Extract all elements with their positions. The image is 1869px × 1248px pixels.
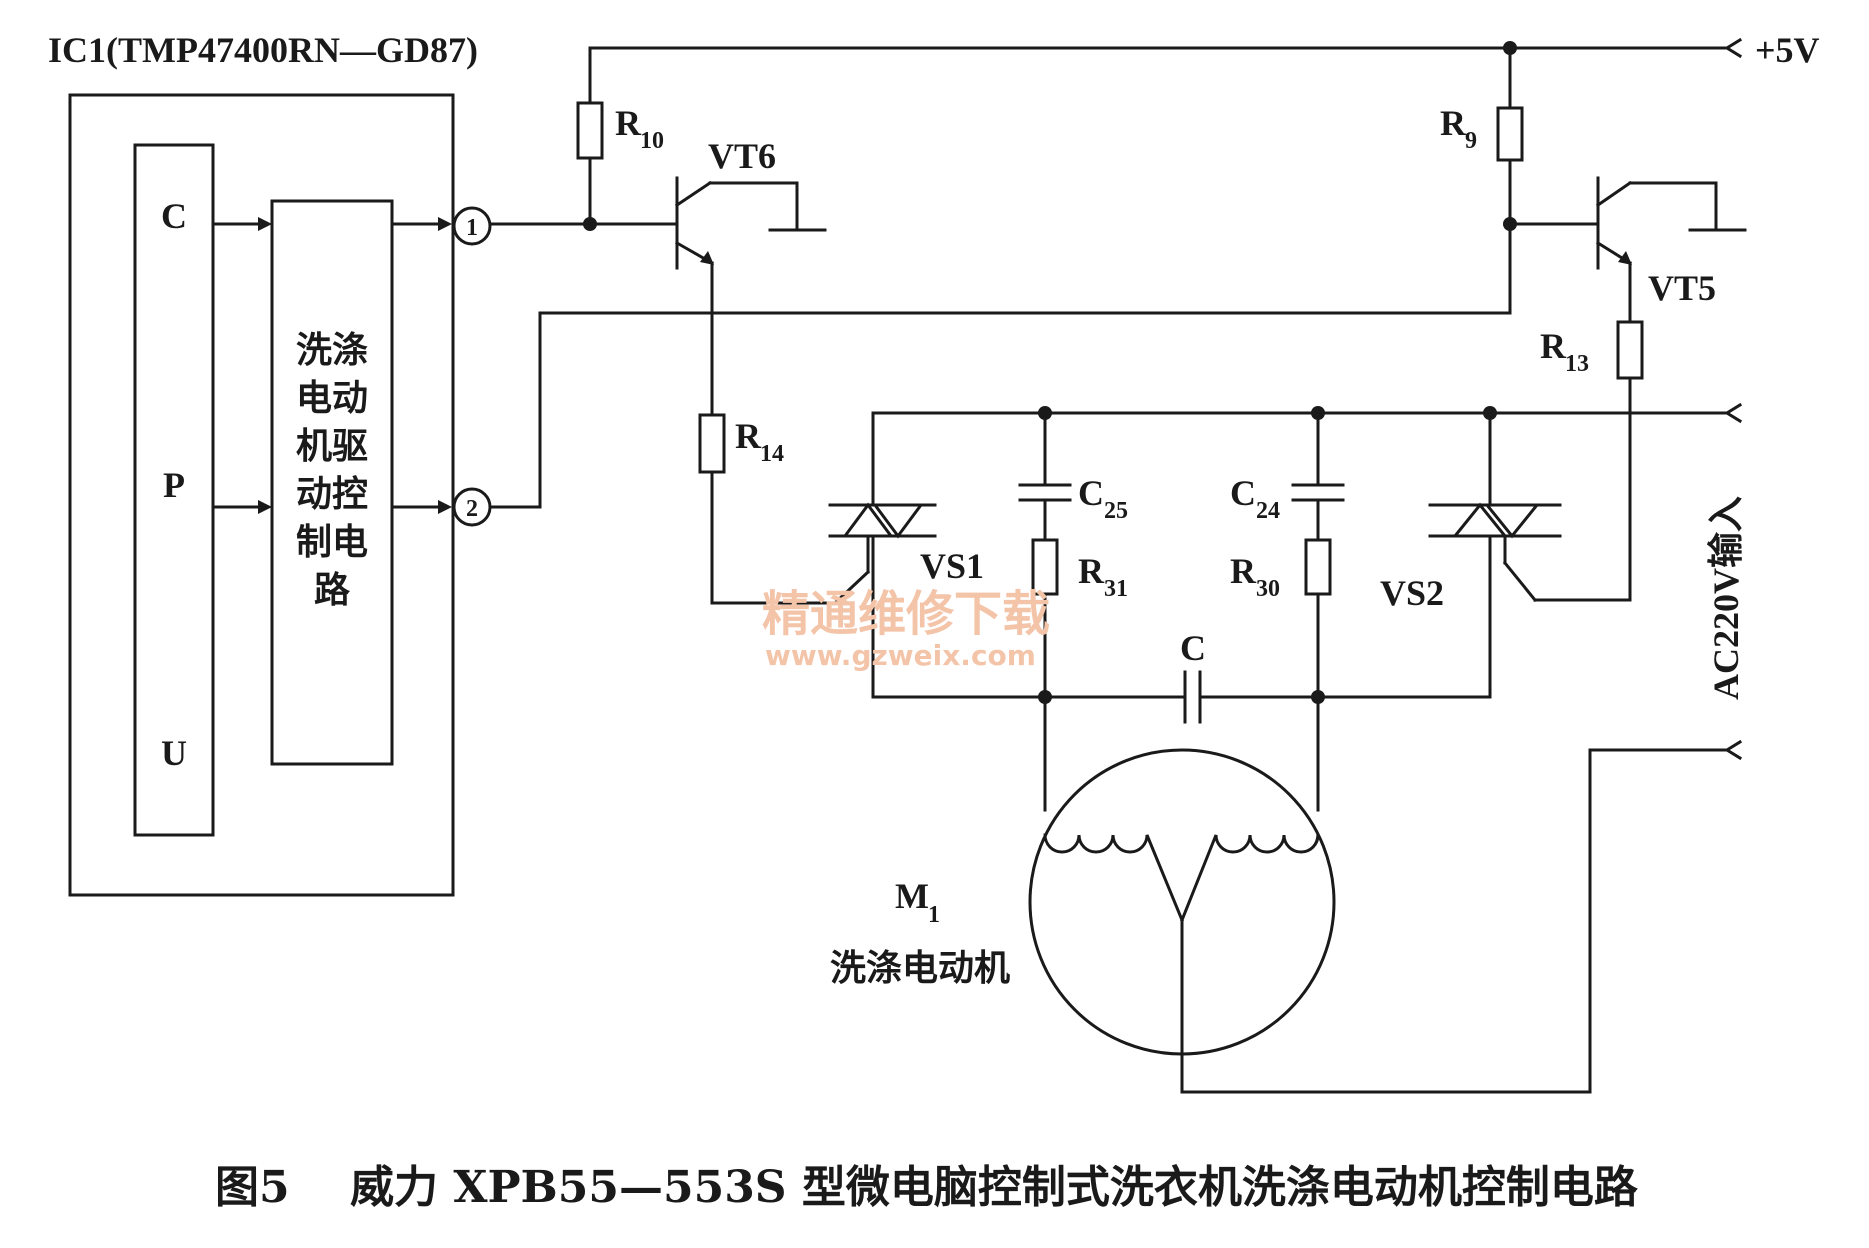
watermark-text: 精通维修下载 <box>762 586 1050 642</box>
vt5-transistor <box>1595 176 1747 324</box>
vt6-transistor <box>663 176 827 417</box>
r9-label: R <box>1440 103 1467 143</box>
vs2-triac <box>1316 411 1562 699</box>
ac220v-input-label: AC220V输入 <box>1706 496 1746 700</box>
c25-r31-branch <box>1018 411 1072 704</box>
figure-number: 图5 <box>215 1162 290 1213</box>
capacitor-c <box>1043 670 1320 724</box>
plus5v-rail <box>588 37 1743 59</box>
m1-label: M <box>895 876 929 916</box>
pin-1 <box>452 206 492 246</box>
r10-branch <box>488 46 667 231</box>
c24-r30-branch <box>1291 411 1345 704</box>
svg-text:路: 路 <box>314 570 351 611</box>
vs1-label: VS1 <box>920 546 984 586</box>
r9-sub: 9 <box>1465 128 1477 154</box>
c25-label: C <box>1078 473 1104 513</box>
driver-label: 洗涤 电动 机驱 动控 制电 路 <box>296 330 368 611</box>
r10-sub: 10 <box>640 128 664 154</box>
cpu-block <box>133 143 215 837</box>
c24-sub: 24 <box>1256 498 1280 524</box>
figure-caption: 威力 XPB55—553S 型微电脑控制式洗衣机洗涤电动机控制电路 <box>350 1162 1639 1213</box>
r9-branch <box>488 46 1600 509</box>
c24-label: C <box>1230 473 1256 513</box>
r13-sub: 13 <box>1565 351 1589 377</box>
r14-sub: 14 <box>760 441 784 467</box>
motor-name-label: 洗涤电动机 <box>830 948 1010 989</box>
r10-label: R <box>615 103 642 143</box>
ic1-title: IC1(TMP47400RN—GD87) <box>48 30 478 70</box>
vt6-label: VT6 <box>708 136 776 176</box>
cpu-letter-p: P <box>163 465 185 505</box>
cpu-driver-arrows <box>211 217 452 514</box>
r14-label: R <box>735 416 762 456</box>
capacitor-c-label: C <box>1180 628 1206 668</box>
r31-sub: 31 <box>1104 576 1128 602</box>
r31-label: R <box>1078 551 1105 591</box>
motor-m1 <box>1028 695 1743 1094</box>
pin-2-label: 2 <box>466 496 478 522</box>
r13-label: R <box>1540 326 1567 366</box>
r13-branch <box>1502 320 1644 603</box>
vt5-label: VT5 <box>1648 268 1716 308</box>
m1-sub: 1 <box>928 902 940 928</box>
svg-text:制电: 制电 <box>296 522 368 563</box>
svg-text:机驱: 机驱 <box>296 426 368 467</box>
ac-line-top <box>871 402 1743 424</box>
watermark-url: www.gzweix.com <box>765 639 1036 672</box>
plus5v-label: +5V <box>1755 30 1820 70</box>
svg-text:动控: 动控 <box>296 474 368 515</box>
cpu-letter-c: C <box>161 196 187 236</box>
ic1-outline <box>68 93 455 897</box>
svg-text:电动: 电动 <box>296 378 368 419</box>
vs1-triac <box>828 411 1047 699</box>
driver-block <box>270 199 394 766</box>
pin-1-label: 1 <box>466 215 478 241</box>
r30-label: R <box>1230 551 1257 591</box>
svg-text:洗涤: 洗涤 <box>296 330 368 371</box>
c25-sub: 25 <box>1104 498 1128 524</box>
vs2-label: VS2 <box>1380 573 1444 613</box>
r30-sub: 30 <box>1256 576 1280 602</box>
cpu-letter-u: U <box>161 733 187 773</box>
r14-branch <box>698 413 871 606</box>
